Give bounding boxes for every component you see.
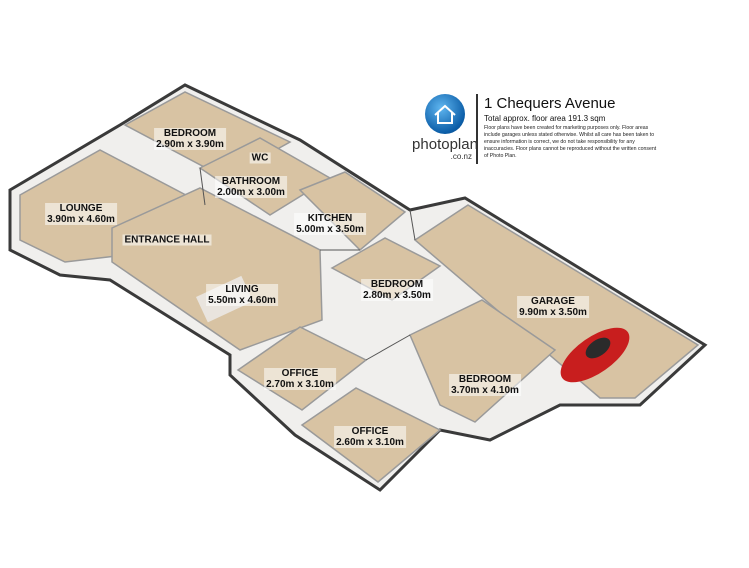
room-label-entrance-hall: ENTRANCE HALL — [122, 234, 212, 246]
interior-wall — [409, 209, 416, 241]
floor-entrance-living — [111, 187, 323, 351]
interior-wall — [199, 167, 206, 206]
brand-domain: .co.nz — [450, 152, 472, 161]
room-label-wc: WC — [249, 152, 271, 164]
property-address: 1 Chequers Avenue — [484, 95, 616, 112]
total-floor-area: Total approx. floor area 191.3 sqm — [484, 114, 606, 123]
disclaimer: Floor plans have been created for market… — [484, 125, 657, 159]
interior-wall — [365, 334, 411, 361]
house-icon — [425, 94, 465, 134]
plan-info: 1 Chequers Avenue Total approx. floor ar… — [484, 95, 659, 160]
car — [560, 327, 630, 383]
header-divider — [476, 94, 478, 164]
photoplan-logo: photoplan .co.nz — [410, 92, 480, 161]
brand-name: photoplan — [412, 136, 478, 153]
outer-wall-base — [8, 83, 708, 492]
